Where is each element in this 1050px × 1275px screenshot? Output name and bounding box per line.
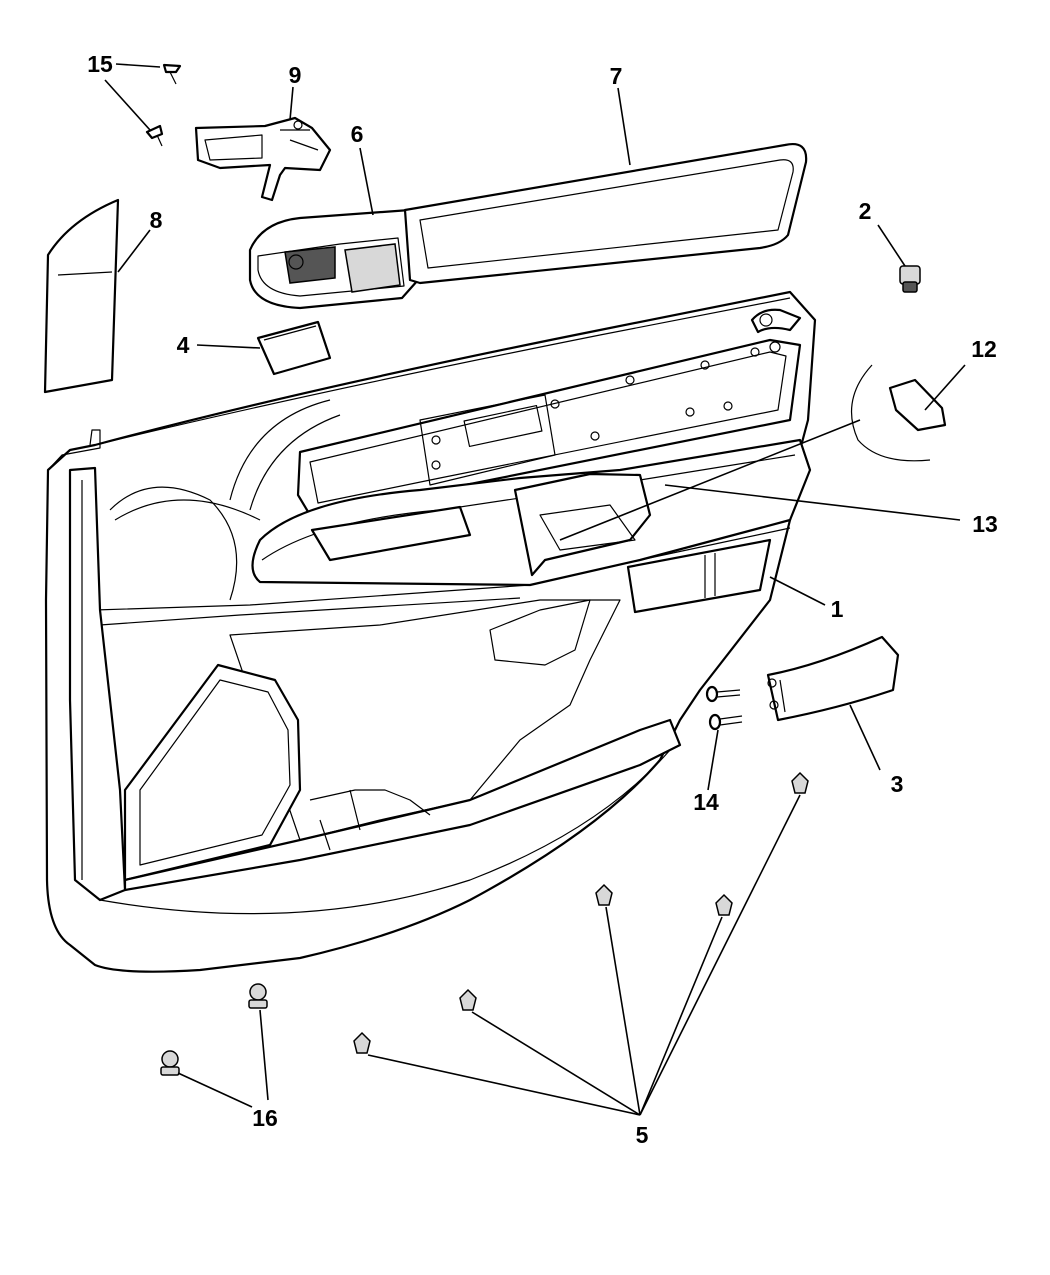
cover-plug-part	[256, 320, 332, 376]
grommet-part	[899, 265, 921, 293]
callout-7: 7	[610, 63, 623, 89]
clip-fastener	[353, 1031, 371, 1054]
clip-fastener	[459, 988, 477, 1011]
callout-labels: 1 2 3 4 5 6 7 8 9 12 13 14 15 16	[87, 51, 998, 1148]
door-trim-panel	[44, 290, 817, 973]
inside-handle-part	[194, 116, 332, 202]
callout-4: 4	[177, 332, 190, 358]
callout-15: 15	[87, 51, 113, 77]
screw-fasteners	[705, 685, 743, 731]
callout-9: 9	[289, 62, 302, 88]
callout-2: 2	[859, 198, 872, 224]
callout-14: 14	[693, 789, 719, 815]
callout-8: 8	[150, 207, 163, 233]
end-cap-part	[43, 198, 120, 394]
pull-handle-part	[766, 635, 900, 722]
clip-fastener	[715, 893, 733, 916]
clip-fastener	[791, 771, 809, 794]
push-pin-fasteners	[160, 983, 268, 1076]
clip-fasteners	[353, 771, 809, 1054]
screw-fasteners-top	[145, 63, 182, 147]
callout-6: 6	[351, 121, 364, 147]
callout-12: 12	[971, 336, 997, 362]
push-pin	[248, 983, 268, 1009]
push-pin	[160, 1050, 180, 1076]
callout-5: 5	[636, 1122, 649, 1148]
callout-1: 1	[831, 596, 844, 622]
callout-13: 13	[972, 511, 998, 537]
callout-16: 16	[252, 1105, 278, 1131]
armrest-base-part	[248, 208, 420, 310]
leader-lines	[104, 63, 966, 1116]
clip-fastener	[595, 883, 613, 906]
callout-3: 3	[891, 771, 904, 797]
upper-trim-part	[403, 143, 808, 285]
bracket-part	[851, 364, 947, 462]
